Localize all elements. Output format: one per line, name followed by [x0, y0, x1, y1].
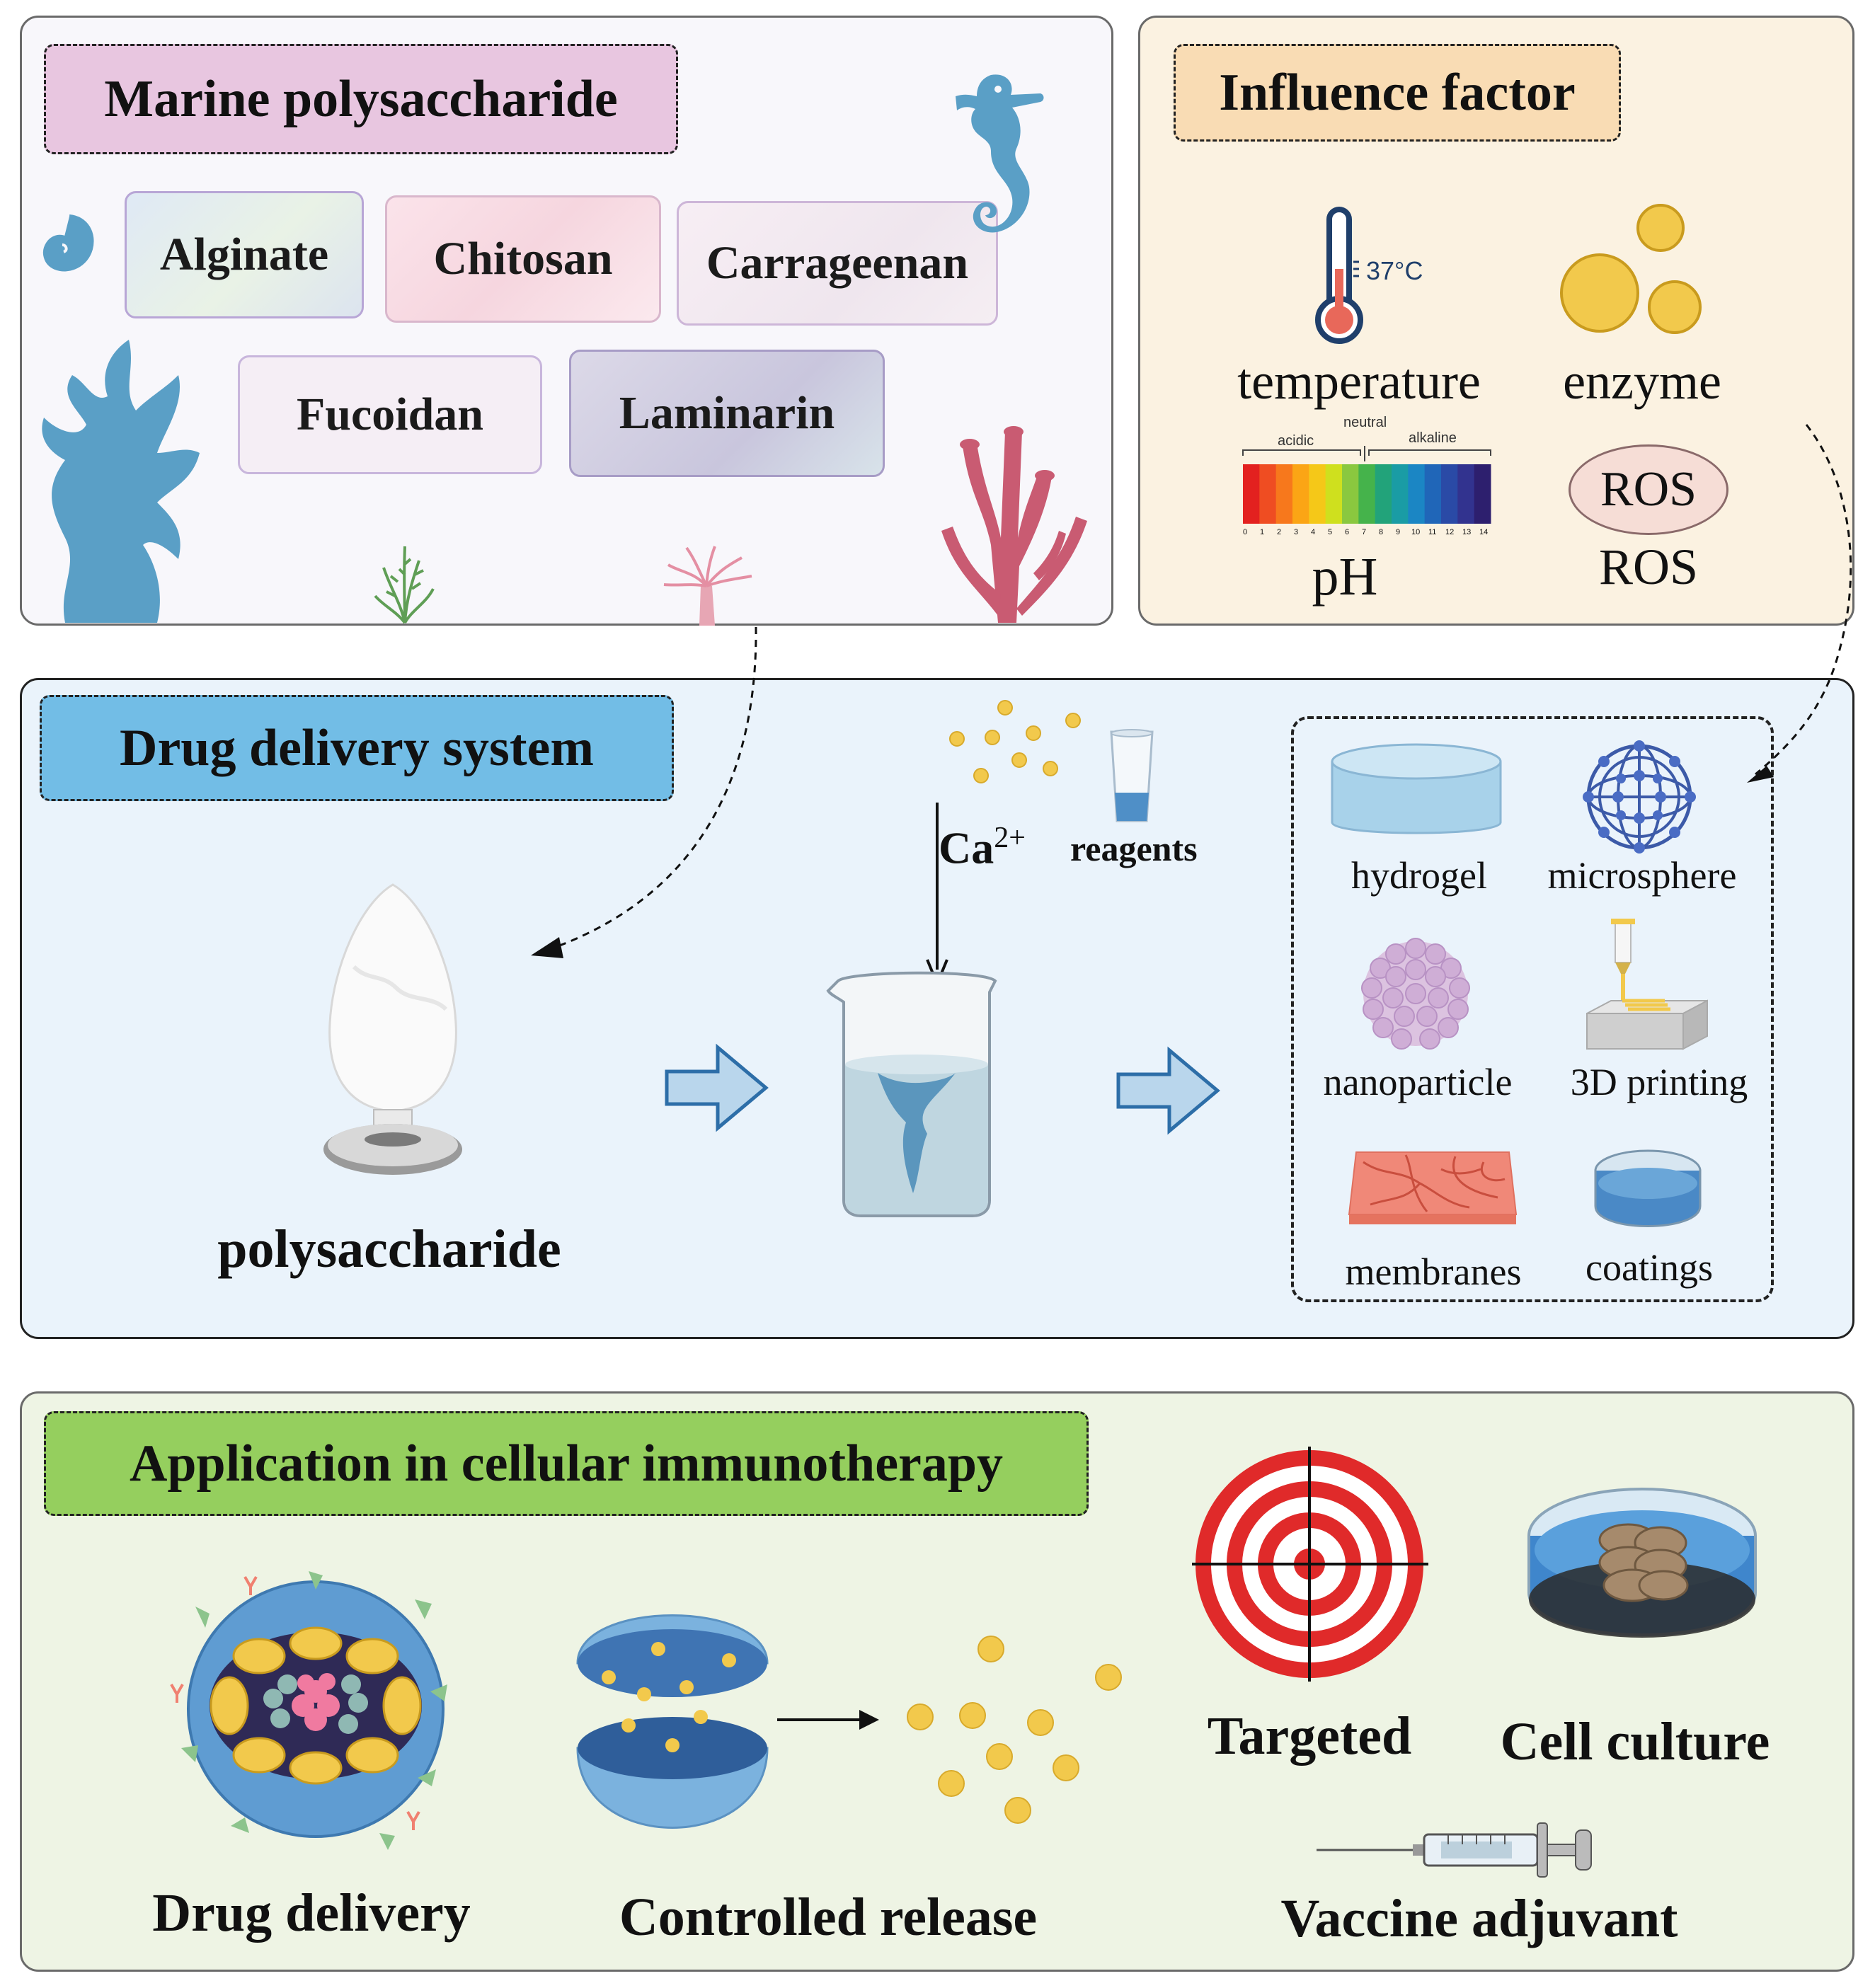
ros-label: ROS	[1598, 539, 1699, 595]
hydrogel-icon	[1331, 743, 1502, 834]
ph-ticks: 0 1 2 3 4 5 6 7 8 9 10 11 12 13 14	[1240, 528, 1493, 542]
3d-printing-icon	[1586, 919, 1708, 1050]
ph-color-bar	[1275, 464, 1293, 524]
coral-icon	[941, 426, 1087, 623]
ph-tick: 2	[1277, 528, 1282, 536]
ph-tick: 0	[1243, 528, 1248, 536]
chip-carrageenan: Carrageenan	[677, 201, 998, 326]
ph-tick: 6	[1345, 528, 1350, 536]
chip-laminarin: Laminarin	[569, 350, 885, 477]
nautilus-icon	[42, 214, 94, 272]
ph-color-bar	[1309, 464, 1326, 524]
green-algae-icon	[374, 546, 435, 624]
ph-alkaline-label: alkaline	[1409, 430, 1457, 446]
forms-box	[1291, 716, 1774, 1302]
controlled-release-label: Controlled release	[619, 1888, 1038, 1947]
ph-tick: 11	[1428, 528, 1437, 536]
ph-color-bar	[1375, 464, 1392, 524]
ph-tick: 14	[1479, 528, 1489, 536]
ph-tick: 12	[1445, 528, 1455, 536]
drug-delivery-particle-icon	[170, 1571, 447, 1850]
ph-label: pH	[1312, 547, 1378, 607]
form-membranes-label: membranes	[1345, 1251, 1522, 1293]
ph-neutral-label: neutral	[1343, 415, 1387, 430]
form-hydrogel-label: hydrogel	[1351, 854, 1487, 897]
membranes-icon	[1348, 1151, 1518, 1224]
nanoparticle-icon	[1361, 938, 1470, 1050]
calcium-charge: 2+	[994, 822, 1026, 854]
beaker-icon	[826, 971, 997, 1217]
ph-tick: 4	[1311, 528, 1316, 536]
coatings-icon	[1594, 1149, 1702, 1227]
reagents-label: reagents	[1070, 829, 1198, 868]
form-microsphere-label: microsphere	[1547, 854, 1737, 897]
ph-tick: 10	[1411, 528, 1421, 536]
target-icon	[1192, 1447, 1428, 1682]
ph-color-bar	[1392, 464, 1409, 524]
ph-color-bar	[1325, 464, 1343, 524]
form-nanoparticle-label: nanoparticle	[1323, 1061, 1513, 1103]
reagent-particles-icon	[949, 700, 1081, 783]
seaweed-icon	[42, 340, 200, 623]
temperature-label: temperature	[1237, 353, 1481, 410]
cell-culture-label: Cell culture	[1500, 1712, 1770, 1771]
chip-fucoidan: Fucoidan	[238, 355, 542, 474]
ph-tick: 7	[1362, 528, 1367, 536]
influence-title: Influence factor	[1174, 44, 1621, 142]
ros-badge: ROS	[1569, 444, 1728, 535]
chip-chitosan: Chitosan	[385, 195, 661, 323]
cell-culture-dish-icon	[1527, 1488, 1757, 1638]
process-arrow-icon	[1116, 1046, 1220, 1135]
thermometer-icon	[1315, 207, 1363, 344]
sea-anemone-icon	[663, 546, 752, 626]
targeted-label: Targeted	[1207, 1706, 1412, 1766]
chip-alginate: Alginate	[125, 191, 364, 318]
calcium-symbol: Ca	[939, 822, 994, 873]
ph-color-bar	[1342, 464, 1359, 524]
marine-title: Marine polysaccharide	[44, 44, 678, 154]
ph-scale	[1242, 446, 1491, 524]
ph-acidic-label: acidic	[1278, 433, 1314, 449]
form-coatings-label: coatings	[1586, 1246, 1713, 1289]
ph-color-bar	[1474, 464, 1491, 524]
dds-title: Drug delivery system	[40, 695, 674, 801]
ph-tick: 1	[1260, 528, 1265, 536]
seahorse-icon	[956, 74, 1044, 233]
ph-color-bar	[1457, 464, 1475, 524]
drug-delivery-label: Drug delivery	[152, 1883, 471, 1943]
ph-tick: 3	[1294, 528, 1299, 536]
release-arrow	[777, 1710, 879, 1730]
thermometer-reading: 37°C	[1366, 256, 1423, 285]
polysaccharide-bottle-icon	[323, 883, 462, 1175]
enzyme-icon	[1560, 204, 1702, 334]
controlled-release-capsule-icon	[576, 1614, 769, 1829]
released-particles-icon	[907, 1636, 1122, 1824]
connector-arrow-marine	[531, 626, 757, 958]
ph-color-bar	[1441, 464, 1458, 524]
application-title: Application in cellular immunotherapy	[44, 1411, 1089, 1516]
syringe-icon	[1317, 1822, 1592, 1878]
enzyme-label: enzyme	[1563, 353, 1721, 410]
ph-color-bar	[1243, 464, 1260, 524]
ph-tick: 5	[1328, 528, 1333, 536]
ph-color-bar	[1292, 464, 1309, 524]
ph-tick: 9	[1396, 528, 1401, 536]
addition-arrow	[926, 803, 948, 988]
ros-badge-text: ROS	[1600, 462, 1697, 517]
ph-color-bar	[1358, 464, 1376, 524]
ph-tick: 8	[1379, 528, 1384, 536]
process-arrow-icon	[665, 1043, 769, 1132]
vaccine-adjuvant-label: Vaccine adjuvant	[1280, 1889, 1678, 1948]
ph-tick: 13	[1462, 528, 1472, 536]
microsphere-icon	[1583, 740, 1696, 854]
form-3d-printing-label: 3D printing	[1570, 1061, 1748, 1103]
ph-color-bar	[1424, 464, 1442, 524]
ph-color-bar	[1408, 464, 1426, 524]
calcium-label: Ca2+	[939, 821, 1026, 874]
connector-arrow-influence	[1747, 424, 1852, 783]
reagent-tube-icon	[1110, 729, 1154, 822]
ph-color-bar	[1259, 464, 1277, 524]
polysaccharide-label: polysaccharide	[217, 1219, 561, 1279]
